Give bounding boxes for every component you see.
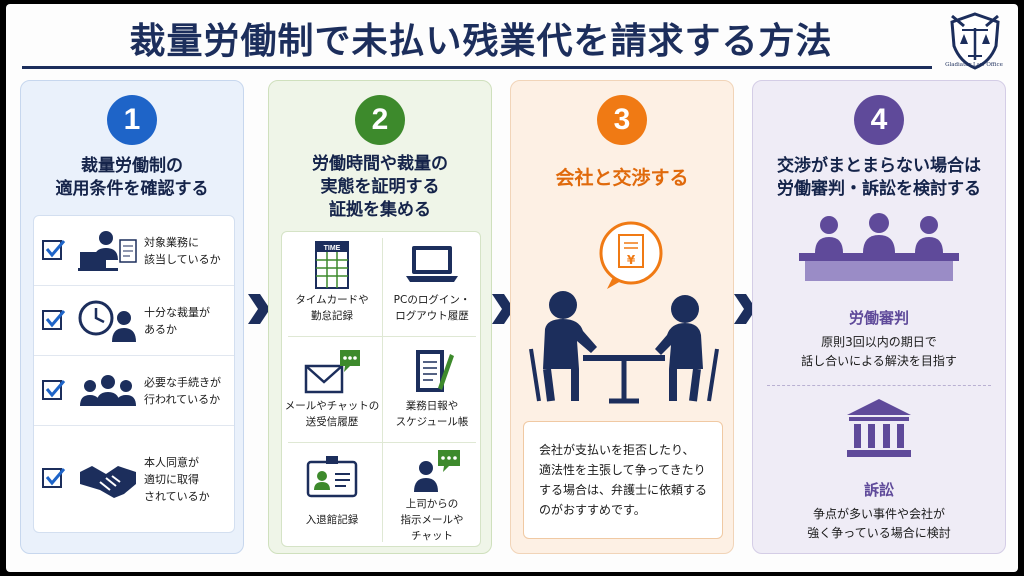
evidence-label: タイムカードや勤怠記録 — [295, 294, 369, 322]
step-3-heading: 会社と交渉する — [555, 167, 689, 189]
laptop-icon — [406, 246, 458, 282]
checkbox-icon — [42, 380, 66, 400]
list-item-text: 十分な裁量があるか — [144, 305, 210, 336]
step-4-heading: 交渉がまとまらない場合は 労働審判・訴訟を検討する — [777, 156, 981, 199]
list-item: 対象業務に該当しているか — [34, 216, 234, 286]
lawsuit-description: 争点が多い事件や会社が 強く争っている場合に検討 — [807, 507, 951, 540]
handshake-icon — [80, 466, 136, 498]
evidence-item: 業務日報やスケジュール帳 — [382, 340, 482, 440]
step-4-number: 4 — [854, 95, 904, 145]
list-item: 必要な手続きが行われているか — [34, 356, 234, 426]
step-4-panel: 4 交渉がまとまらない場合は 労働審判・訴訟を検討する 労働審判 原則3回以内の… — [752, 80, 1006, 554]
negotiation-scene-icon: ¥ — [529, 221, 719, 404]
worker-desk-icon — [78, 231, 137, 271]
step-2-panel: 2 労働時間や裁量の 実態を証明する 証拠を集める TIME タイムカードや勤怠… — [268, 80, 492, 554]
list-item-text: 必要な手続きが行われているか — [144, 375, 221, 406]
timecard-icon: TIME — [315, 241, 349, 289]
id-card-icon — [306, 456, 358, 498]
step-1-checklist: 対象業務に該当しているか 十分な裁量があるか 必要な手続きが行われているか — [33, 215, 235, 533]
evidence-item: メールやチャットの送受信履歴 — [282, 340, 382, 440]
mail-chat-icon — [304, 350, 360, 394]
tribunal-icon — [799, 213, 959, 281]
list-item: 本人同意が適切に取得されているか — [34, 426, 234, 532]
step-1-heading: 裁量労働制の 適用条件を確認する — [55, 156, 209, 199]
arrow-right-icon — [734, 294, 756, 324]
list-item-text: 本人同意が適切に取得されているか — [144, 455, 210, 503]
gladiator-logo-icon — [950, 12, 1000, 70]
checkbox-icon — [42, 240, 66, 260]
evidence-label: 上司からの指示メールやチャット — [400, 498, 464, 542]
svg-text:¥: ¥ — [627, 253, 636, 267]
evidence-item: TIME タイムカードや勤怠記録 — [282, 234, 382, 334]
courthouse-icon — [847, 399, 911, 457]
list-item: 十分な裁量があるか — [34, 286, 234, 356]
evidence-item: 入退館記録 — [282, 446, 382, 546]
step-3-number: 3 — [597, 95, 647, 145]
tribunal-description: 原則3回以内の期日で 話し合いによる解決を目指す — [801, 335, 957, 368]
evidence-label: 業務日報やスケジュール帳 — [395, 400, 469, 428]
svg-text:TIME: TIME — [324, 245, 341, 252]
step-2-number: 2 — [355, 95, 405, 145]
list-item-text: 対象業務に該当しているか — [144, 235, 221, 266]
notebook-icon — [416, 350, 454, 392]
divider — [767, 385, 991, 386]
logo-caption: Gladiator Law Office — [945, 62, 1003, 68]
step-3-panel: 3 会社と交渉する ¥ 会社が支払いを拒否したり、 適法性を主張して争ってきたり — [510, 80, 734, 554]
evidence-label: 入退館記録 — [305, 514, 359, 526]
people-group-icon — [80, 375, 136, 406]
checkbox-icon — [42, 310, 66, 330]
tribunal-title: 労働審判 — [848, 309, 909, 327]
arrow-right-icon — [492, 294, 514, 324]
evidence-grid: TIME タイムカードや勤怠記録 PCのログイン・ログアウト履歴 メールやチャッ… — [281, 231, 481, 547]
title-underline — [22, 66, 932, 69]
evidence-item: 上司からの指示メールやチャット — [382, 446, 482, 546]
evidence-item: PCのログイン・ログアウト履歴 — [382, 234, 482, 334]
lawsuit-title: 訴訟 — [863, 481, 894, 499]
boss-chat-icon — [414, 450, 460, 492]
step-1-number: 1 — [107, 95, 157, 145]
infographic: 裁量労働制で未払い残業代を請求する方法 Gladiator Law Office… — [6, 4, 1018, 572]
evidence-label: PCのログイン・ログアウト履歴 — [393, 294, 471, 322]
step-2-heading: 労働時間や裁量の 実態を証明する 証拠を集める — [312, 154, 448, 220]
arrow-right-icon — [248, 294, 270, 324]
evidence-label: メールやチャットの送受信履歴 — [284, 400, 380, 428]
clock-person-icon — [78, 300, 136, 342]
step-1-panel: 1 裁量労働制の 適用条件を確認する 対象業務に該当しているか — [20, 80, 244, 554]
step-3-note: 会社が支払いを拒否したり、 適法性を主張して争ってきたり する場合は、弁護士に依… — [523, 421, 723, 539]
checkbox-icon — [42, 468, 66, 488]
page-title: 裁量労働制で未払い残業代を請求する方法 — [129, 21, 833, 62]
